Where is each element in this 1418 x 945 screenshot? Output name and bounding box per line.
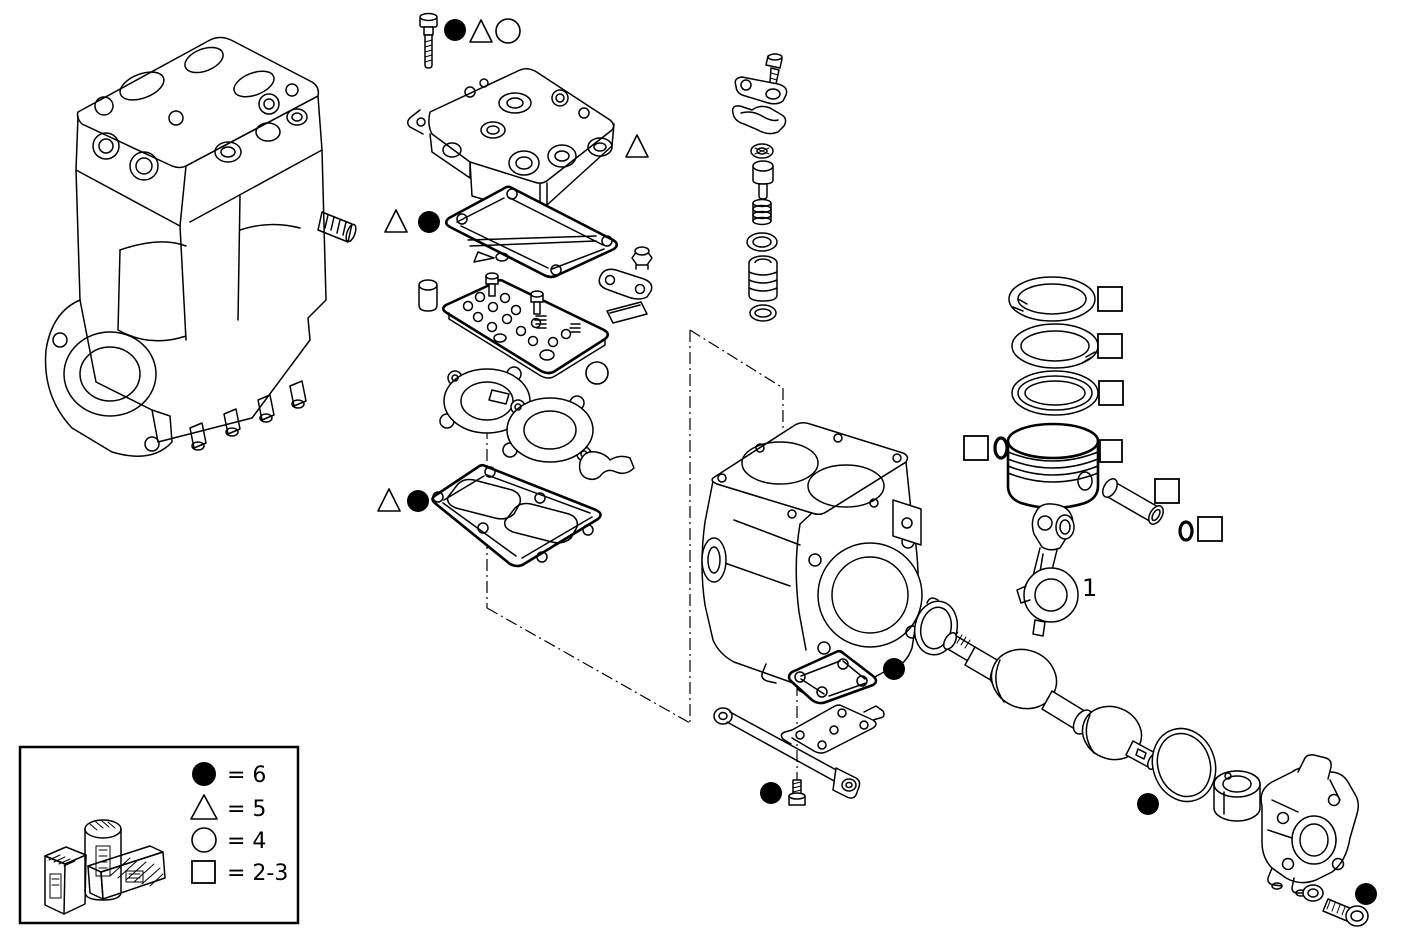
legend-filled-circle-icon xyxy=(192,762,216,786)
unloader-gasket-plate xyxy=(731,105,787,135)
brace-rod xyxy=(713,707,861,799)
qty-marker-2-3-square xyxy=(1099,439,1123,463)
unloader-valve-bolt xyxy=(765,53,783,87)
bearing-end-cover xyxy=(1260,754,1360,897)
qty-marker-5-triangle xyxy=(625,134,649,158)
piston-ring-compression-2 xyxy=(1011,323,1099,369)
qty-marker-2-3-square xyxy=(1098,380,1124,406)
qty-marker-2-3-square xyxy=(1154,478,1180,504)
piston-ring-compression-1 xyxy=(1008,276,1096,322)
qty-marker-2-3-square xyxy=(1097,333,1123,359)
cylinder-head-bolt xyxy=(419,12,438,69)
crankshaft xyxy=(943,631,1161,770)
callout-connecting-rod: 1 xyxy=(1082,574,1097,602)
legend-label-filled-circle: = 6 xyxy=(227,763,266,788)
piston xyxy=(1006,422,1100,510)
qty-marker-5-triangle xyxy=(469,19,493,43)
bottom-cover-plate xyxy=(780,704,885,754)
valve-seat-gasket-lower xyxy=(502,395,594,463)
head-top-gasket xyxy=(444,185,619,279)
qty-marker-5-triangle xyxy=(377,488,401,512)
piston-pin-circlip-right xyxy=(1178,520,1194,542)
bottom-gasket xyxy=(787,649,878,705)
legend-circle-icon xyxy=(191,827,217,853)
qty-marker-6-filled-circle xyxy=(1137,793,1159,815)
qty-marker-2-3-square xyxy=(963,435,989,461)
qty-marker-2-3-square xyxy=(1197,516,1223,542)
valve-seat-gasket-upper xyxy=(439,366,531,434)
qty-marker-2-3-square xyxy=(1097,286,1123,312)
cylinder-head-gasket xyxy=(431,463,602,568)
valve-plate xyxy=(441,272,610,379)
legend-square-icon xyxy=(191,860,216,884)
piston-pin-circlip-left xyxy=(993,436,1009,460)
piston-ring-oil xyxy=(1011,370,1099,416)
qty-marker-6-filled-circle xyxy=(883,658,905,680)
unloader-plunger xyxy=(748,255,778,302)
end-cover-bolt xyxy=(1322,898,1369,927)
main-bearing-shell xyxy=(1213,770,1261,822)
cylinder-head xyxy=(407,67,615,217)
reed-valve-strip xyxy=(606,301,648,324)
bottom-cover-bolt xyxy=(788,779,806,806)
qty-marker-6-filled-circle xyxy=(418,211,440,233)
unloader-o-ring-lower xyxy=(749,304,777,322)
legend-box xyxy=(18,745,300,925)
unloader-seal-washer xyxy=(750,143,774,159)
qty-marker-6-filled-circle xyxy=(1355,883,1377,905)
connecting-rod xyxy=(1016,503,1079,637)
legend-label-square: = 2-3 xyxy=(227,861,288,886)
unloader-spring xyxy=(752,198,772,226)
qty-marker-5-triangle xyxy=(384,209,408,233)
assembled-compressor-view xyxy=(44,36,357,457)
unloader-o-ring-upper xyxy=(746,232,778,252)
legend-label-circle: = 4 xyxy=(227,829,266,854)
qty-marker-6-filled-circle xyxy=(760,782,782,804)
reed-valve-stop-bracket xyxy=(598,268,653,300)
unloader-clamp-plate xyxy=(734,76,788,105)
lock-nut xyxy=(631,246,653,270)
qty-marker-6-filled-circle xyxy=(444,19,466,41)
end-cover-washer xyxy=(1302,884,1324,902)
crankcase xyxy=(701,421,923,695)
legend: = 6 = 5 = 4 = 2-3 xyxy=(18,745,300,925)
crankshaft-o-ring xyxy=(1151,727,1217,803)
qty-marker-4-circle xyxy=(495,18,521,44)
legend-triangle-icon xyxy=(190,794,218,820)
unloader-valve-piston xyxy=(752,160,774,200)
reed-valve xyxy=(578,450,635,481)
qty-marker-4-circle xyxy=(585,361,609,385)
piston-pin xyxy=(1102,478,1164,525)
dowel-pin xyxy=(418,279,438,312)
spare-parts-kit-art xyxy=(44,819,166,915)
qty-marker-6-filled-circle xyxy=(407,490,429,512)
legend-label-triangle: = 5 xyxy=(227,797,266,822)
